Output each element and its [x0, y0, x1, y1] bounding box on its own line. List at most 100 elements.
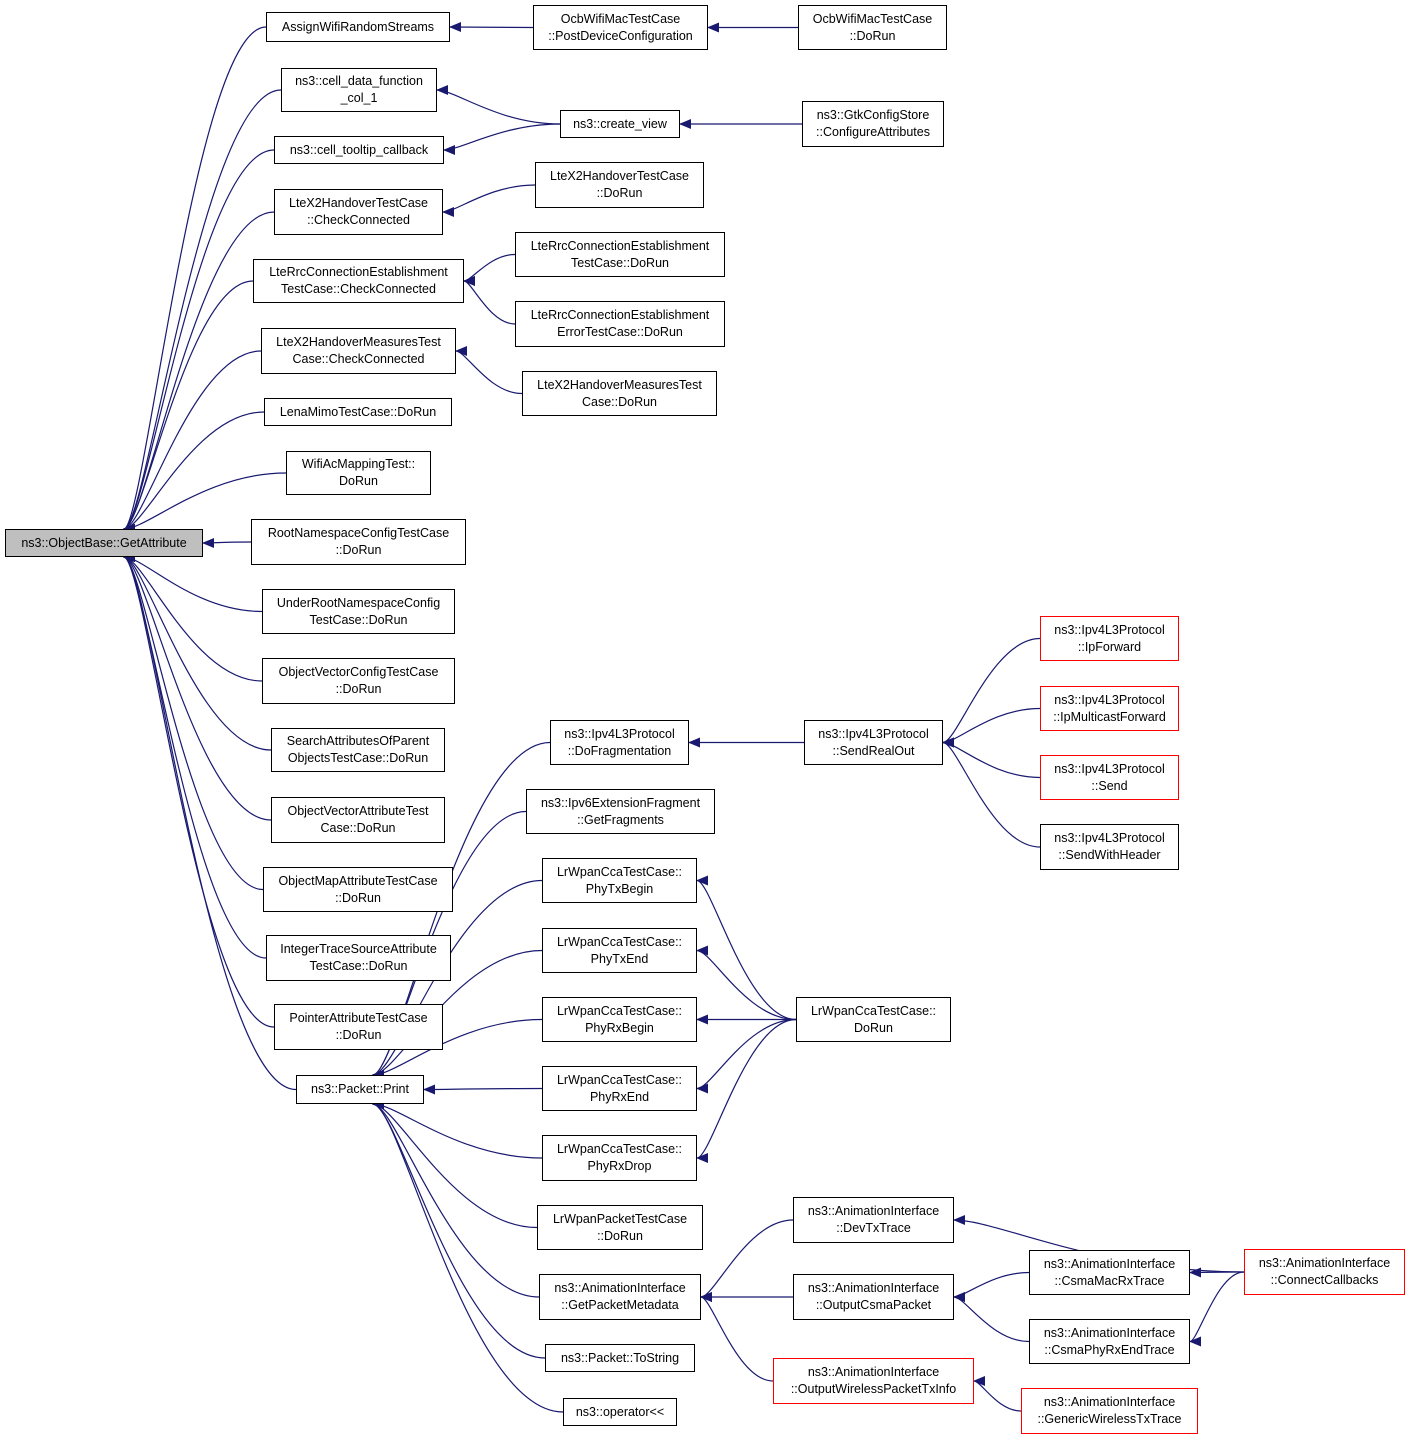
node-assignwifi[interactable]: AssignWifiRandomStreams [266, 12, 450, 42]
node-label-line: ::SendWithHeader [1058, 848, 1161, 862]
node-getattr[interactable]: ns3::ObjectBase::GetAttribute [5, 529, 203, 557]
node-ltex2_dorun[interactable]: LteX2HandoverTestCase::DoRun [535, 162, 704, 208]
edge-cca_rxend-to-packetprint [423, 1084, 543, 1095]
node-anim_outcsma[interactable]: ns3::AnimationInterface::OutputCsmaPacke… [793, 1274, 954, 1320]
node-label-line: Case::DoRun [581, 394, 658, 409]
node-label-line: ns3::GtkConfigStore [816, 108, 930, 122]
node-label-line: ::GetFragments [577, 812, 664, 827]
node-label-line: SearchAttributesOfParent [286, 734, 430, 748]
node-packetprint[interactable]: ns3::Packet::Print [296, 1075, 424, 1104]
node-cca_txend[interactable]: LrWpanCcaTestCase::PhyTxEnd [542, 928, 697, 973]
node-label-line: ::DevTxTrace [836, 1221, 911, 1235]
node-label-line: LrWpanCcaTestCase:: [556, 934, 683, 949]
node-cell_data[interactable]: ns3::cell_data_function_col_1 [281, 68, 437, 112]
edge-create_view-to-cell_tooltip [443, 123, 561, 155]
edge-inttrace-to-getattr [122, 552, 267, 959]
node-label-line: ::CheckConnected [307, 213, 410, 227]
node-anim_genericwireless[interactable]: ns3::AnimationInterface::GenericWireless… [1021, 1388, 1198, 1434]
node-ipv4_sendwithheader[interactable]: ns3::Ipv4L3Protocol::SendWithHeader [1040, 824, 1179, 870]
node-label-line: LteX2HandoverTestCase [550, 169, 689, 183]
edge-anim_outwireless-to-anim_getmeta [700, 1292, 774, 1382]
node-ipv6_getfrag[interactable]: ns3::Ipv6ExtensionFragment::GetFragments [526, 789, 715, 834]
node-lrwpan_packet[interactable]: LrWpanPacketTestCase::DoRun [537, 1205, 703, 1250]
node-cca_rxend[interactable]: LrWpanCcaTestCase::PhyRxEnd [542, 1066, 697, 1111]
edge-lterrc_err-to-lterrc_check [463, 276, 516, 325]
node-label-line: DoRun [339, 474, 378, 488]
node-label-line: PhyRxEnd [589, 1089, 650, 1104]
node-cca_rxbegin[interactable]: LrWpanCcaTestCase::PhyRxBegin [542, 997, 697, 1042]
node-ipv4_send[interactable]: ns3::Ipv4L3Protocol::Send [1040, 755, 1179, 800]
node-ipv4_ipforward[interactable]: ns3::Ipv4L3Protocol::IpForward [1040, 616, 1179, 661]
node-cca_rxdrop[interactable]: LrWpanCcaTestCase::PhyRxDrop [542, 1135, 697, 1181]
node-label-line: WifiAcMappingTest:: [301, 457, 416, 471]
edge-cca_dorun-to-cca_rxend [696, 1018, 797, 1094]
node-anim_csmaphy[interactable]: ns3::AnimationInterface::CsmaPhyRxEndTra… [1029, 1319, 1190, 1364]
node-label-line: ns3::create_view [573, 116, 667, 131]
node-packet_tostring[interactable]: ns3::Packet::ToString [545, 1344, 695, 1372]
node-ocb_post[interactable]: OcbWifiMacTestCase::PostDeviceConfigurat… [533, 5, 708, 50]
edge-ocb_post-to-assignwifi [449, 22, 534, 33]
edge-anim_devtx-to-anim_getmeta [700, 1219, 794, 1302]
node-operator_ll[interactable]: ns3::operator<< [563, 1398, 677, 1426]
node-lenamimo[interactable]: LenaMimoTestCase::DoRun [264, 398, 452, 426]
node-label-line: ns3::AnimationInterface [807, 1365, 940, 1379]
node-anim_devtx[interactable]: ns3::AnimationInterface::DevTxTrace [793, 1197, 954, 1243]
node-label-line: ::PostDeviceConfiguration [548, 28, 693, 43]
node-ipv4_dofrag[interactable]: ns3::Ipv4L3Protocol::DoFragmentation [550, 720, 689, 765]
node-cca_dorun[interactable]: LrWpanCcaTestCase::DoRun [796, 997, 951, 1042]
node-label-line: LteX2HandoverMeasuresTest [276, 335, 441, 349]
node-rootns[interactable]: RootNamespaceConfigTestCase::DoRun [251, 519, 466, 565]
node-label-line: ::DoRun [335, 890, 381, 905]
node-cca_txbegin[interactable]: LrWpanCcaTestCase::PhyTxBegin [542, 858, 697, 903]
edge-create_view-to-cell_data [436, 85, 561, 125]
edge-anim_connect-to-anim_csmaphy [1189, 1271, 1245, 1347]
node-anim_getmeta[interactable]: ns3::AnimationInterface::GetPacketMetada… [539, 1274, 701, 1320]
edge-wifiac-to-getattr [122, 472, 287, 534]
node-ipv4_ipmulticast[interactable]: ns3::Ipv4L3Protocol::IpMulticastForward [1040, 686, 1179, 731]
edge-anim_connect-to-anim_csmamac [1189, 1267, 1245, 1278]
edge-ltex2m_dorun-to-ltex2m_check [455, 346, 523, 395]
edge-cca_dorun-to-cca_rxdrop [696, 1018, 797, 1163]
node-pointerattr[interactable]: PointerAttributeTestCase::DoRun [274, 1004, 443, 1050]
node-ltex2_check[interactable]: LteX2HandoverTestCase::CheckConnected [274, 189, 443, 235]
edge-packet_tostring-to-packetprint [371, 1099, 546, 1359]
node-objmapattr[interactable]: ObjectMapAttributeTestCase::DoRun [263, 867, 453, 912]
node-label-line: ns3::AnimationInterface [554, 1281, 686, 1295]
edge-ltex2m_check-to-getattr [122, 350, 262, 534]
node-label-line: LrWpanCcaTestCase:: [810, 1003, 937, 1018]
node-ipv4_sendrealout[interactable]: ns3::Ipv4L3Protocol::SendRealOut [804, 720, 943, 765]
node-label-line: ::OutputWirelessPacketTxInfo [790, 1382, 957, 1396]
node-anim_outwireless[interactable]: ns3::AnimationInterface::OutputWirelessP… [773, 1358, 974, 1404]
node-gtk[interactable]: ns3::GtkConfigStore::ConfigureAttributes [802, 101, 944, 147]
edge-ipv4_sendwithheader-to-ipv4_sendrealout [942, 737, 1041, 848]
node-label-line: LrWpanCcaTestCase:: [556, 1142, 683, 1156]
node-create_view[interactable]: ns3::create_view [560, 110, 680, 138]
node-label-line: LteX2HandoverMeasuresTest [537, 377, 702, 392]
node-objvecconfig[interactable]: ObjectVectorConfigTestCase::DoRun [262, 658, 455, 704]
node-label-line: ns3::AnimationInterface [807, 1204, 940, 1218]
node-label-line: LrWpanPacketTestCase [552, 1211, 688, 1226]
node-ocb_dorun[interactable]: OcbWifiMacTestCase::DoRun [798, 5, 947, 50]
node-cell_tooltip[interactable]: ns3::cell_tooltip_callback [274, 136, 444, 164]
node-anim_connect[interactable]: ns3::AnimationInterface::ConnectCallback… [1244, 1249, 1405, 1295]
node-label-line: PhyTxBegin [585, 881, 654, 896]
node-wifiac[interactable]: WifiAcMappingTest::DoRun [286, 451, 431, 495]
edge-operator_ll-to-packetprint [371, 1099, 564, 1413]
node-label-line: TestCase::CheckConnected [281, 282, 436, 296]
node-label-line: ObjectVectorAttributeTest [287, 804, 429, 818]
edge-searchattr-to-getattr [122, 552, 272, 751]
node-anim_csmamac[interactable]: ns3::AnimationInterface::CsmaMacRxTrace [1029, 1250, 1190, 1295]
node-label-line: ::DoRun [335, 682, 382, 696]
node-label-line: ns3::AnimationInterface [1043, 1325, 1176, 1340]
